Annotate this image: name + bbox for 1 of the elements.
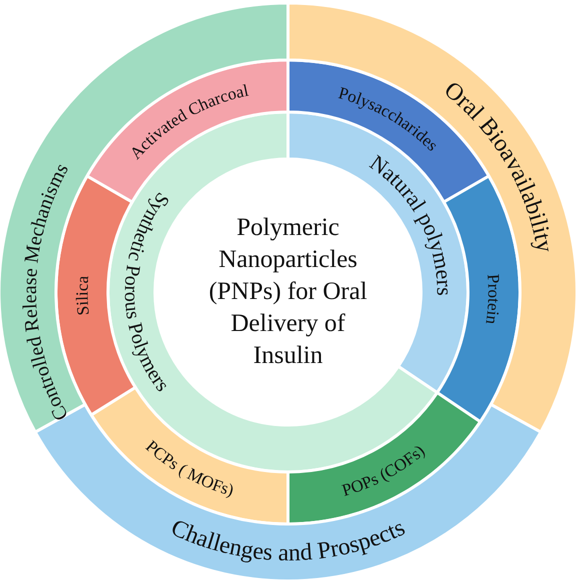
center-label: Polymeric Nanoparticles (PNPs) for Oral Delivery of Insulin xyxy=(208,213,368,371)
